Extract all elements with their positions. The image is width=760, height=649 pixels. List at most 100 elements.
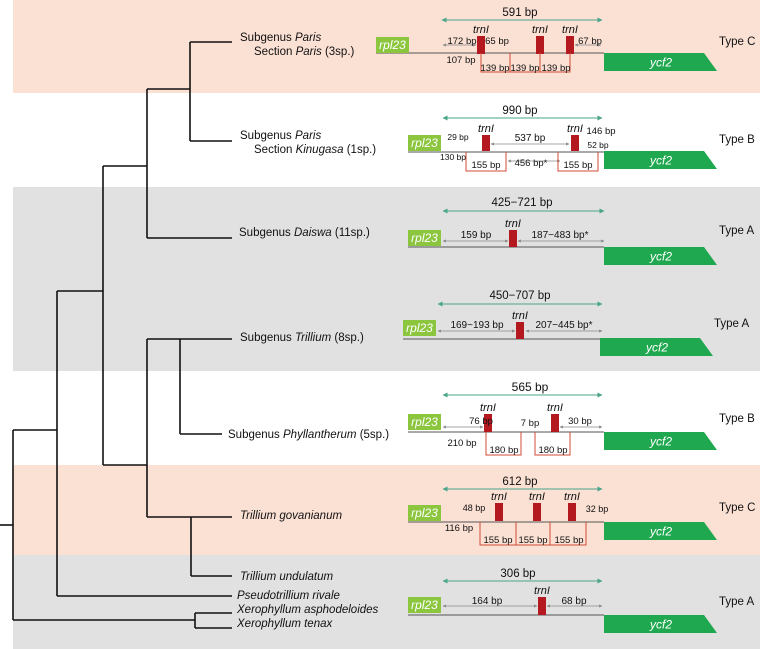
map-label: 155 bp	[554, 535, 583, 546]
map-label: 29 bp	[447, 132, 469, 142]
ycf2-gene	[604, 247, 717, 265]
map-label: 146 bp	[586, 126, 615, 137]
type-label: Type A	[714, 318, 750, 330]
type-label: Type A	[719, 596, 755, 608]
trni-gene	[516, 322, 524, 339]
map-label: 155 bp	[518, 535, 547, 546]
map-label: 172 bp	[447, 36, 476, 47]
total-length-label: 591 bp	[502, 7, 537, 19]
rpl23-gene	[408, 230, 441, 246]
ycf2-gene	[604, 522, 717, 540]
trni-gene-label: trnI	[529, 491, 545, 503]
map-label: 68 bp	[561, 596, 586, 607]
type-label: Type A	[719, 225, 755, 237]
bracket	[557, 152, 599, 172]
trni-gene	[482, 135, 490, 151]
map-label: 139 bp	[480, 63, 509, 74]
rpl23-gene	[408, 414, 441, 430]
taxon-label-phyllantherum: Subgenus Phyllantherum (5sp.)	[228, 429, 390, 441]
trni-gene	[484, 414, 492, 432]
map-label: 155 bp	[471, 160, 500, 171]
trni-gene-label: trnI	[512, 310, 528, 322]
taxon-label-trillium: Subgenus Trillium (8sp.)	[240, 332, 364, 344]
trni-gene-label: trnI	[480, 402, 496, 414]
phylogenetic-tree	[0, 41, 232, 629]
map-label: 456 bp*	[515, 158, 548, 169]
total-length-label: 450−707 bp	[489, 290, 550, 302]
total-length-label: 612 bp	[502, 476, 537, 488]
rpl23-gene-label: rpl23	[411, 506, 438, 520]
type-label: Type C	[719, 502, 756, 514]
taxon-label-pseudotrillium-rivale: Pseudotrillium rivale	[237, 590, 340, 602]
rpl23-gene	[408, 597, 441, 613]
map-label: 155 bp	[563, 160, 592, 171]
bracket	[534, 432, 571, 456]
ycf2-gene-label: ycf2	[649, 56, 672, 70]
taxon-label-trillium-undulatum: Trillium undulatum	[240, 571, 334, 583]
map-label: 155 bp	[483, 535, 512, 546]
ycf2-gene	[604, 432, 717, 450]
ycf2-gene-label: ycf2	[649, 250, 672, 264]
trni-gene	[538, 597, 546, 615]
taxon-label-xerophyllum-asphodeloides: Xerophyllum asphodeloides	[237, 604, 379, 616]
trni-gene-label: trnI	[547, 402, 563, 414]
taxon-label-xerophyllum-tenax: Xerophyllum tenax	[237, 618, 333, 630]
trni-gene-label: trnI	[534, 585, 550, 597]
bracket	[465, 152, 507, 172]
trni-gene-label: trnI	[505, 218, 521, 230]
bracket	[549, 522, 587, 546]
ycf2-gene-label: ycf2	[645, 341, 668, 355]
map-label: 180 bp	[538, 445, 567, 456]
map-label: 207−445 bp*	[535, 320, 592, 331]
map-label: 7 bp	[521, 418, 540, 429]
trni-gene	[568, 503, 576, 521]
trni-gene	[536, 36, 544, 54]
rpl23-gene	[408, 135, 441, 151]
map-label: 30 bp	[568, 416, 592, 427]
trni-gene-label: trnI	[532, 24, 548, 36]
trni-gene	[495, 503, 503, 521]
map-label: 65 bp	[485, 36, 509, 47]
rpl23-gene-label: rpl23	[411, 415, 438, 429]
map-label: 48 bp	[463, 503, 486, 513]
trni-gene-label: trnI	[564, 491, 580, 503]
map-label: 116 bp	[445, 523, 473, 534]
gene-maps: rpl23 ycf2 591 bp trnI trnI trnI 172 bp 65 bp 67…	[376, 7, 717, 633]
map-label: 164 bp	[472, 596, 503, 607]
type-label: Type B	[719, 413, 755, 425]
ycf2-gene-label: ycf2	[649, 618, 672, 632]
row-band-xerophyllum	[13, 555, 760, 649]
trni-gene	[566, 36, 574, 54]
total-length-label: 990 bp	[502, 105, 537, 117]
ycf2-gene	[604, 151, 717, 169]
map-label: 67 bp	[578, 36, 602, 47]
rpl23-gene-label: rpl23	[411, 598, 438, 612]
ycf2-gene-label: ycf2	[649, 154, 672, 168]
trni-gene	[551, 414, 559, 432]
map-label: 52 bp	[587, 140, 609, 150]
map-label: 130 bp	[440, 152, 466, 162]
rpl23-gene	[403, 320, 436, 336]
trni-gene-label: trnI	[567, 123, 583, 135]
bracket	[485, 432, 522, 456]
taxon-label-paris-paris: Subgenus Paris Section Paris (3sp.)	[240, 32, 355, 58]
type-label: Type C	[719, 36, 756, 48]
map-label: 159 bp	[461, 230, 492, 241]
rpl23-gene-label: rpl23	[411, 136, 438, 150]
trni-gene	[509, 230, 517, 247]
rpl23-gene-label: rpl23	[406, 321, 433, 335]
total-length-label: 565 bp	[512, 380, 549, 394]
total-length-label: 306 bp	[500, 568, 535, 580]
rpl23-gene	[408, 505, 441, 521]
rpl23-gene-label: rpl23	[379, 38, 406, 52]
map-label: 107 bp	[446, 55, 475, 66]
trni-gene	[533, 503, 541, 521]
ycf2-gene-label: ycf2	[649, 525, 672, 539]
taxon-label-trillium-govanianum: Trillium govanianum	[240, 510, 343, 522]
ycf2-gene	[600, 338, 713, 356]
map-label: 210 bp	[447, 438, 476, 449]
total-length-label: 425−721 bp	[491, 197, 552, 209]
trni-gene-label: trnI	[562, 24, 578, 36]
rpl23-gene	[376, 37, 409, 53]
